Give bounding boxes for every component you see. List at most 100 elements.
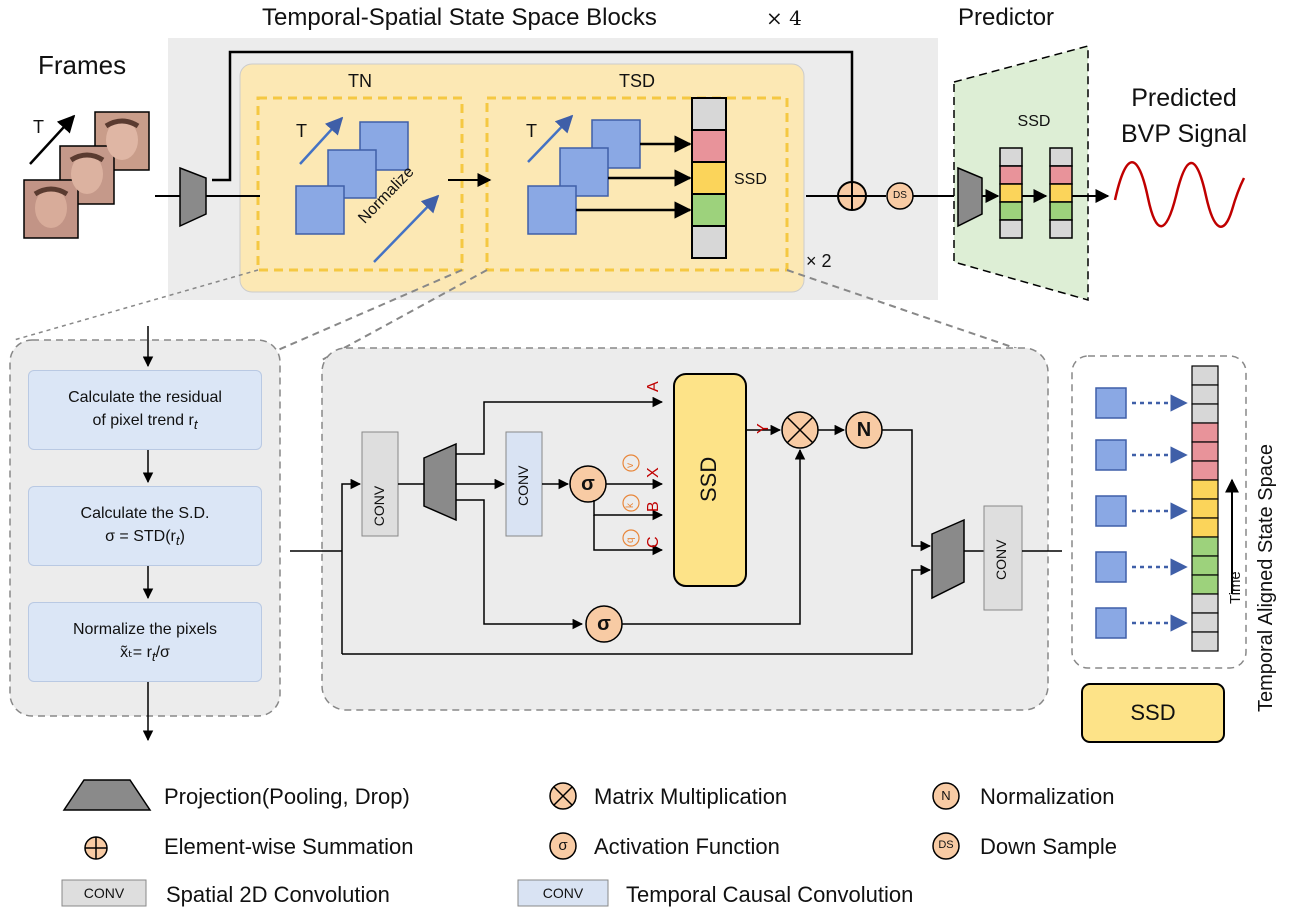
ssd-core-block <box>673 373 747 587</box>
tn-step-normalize: Normalize the pixels x̃ₜ= rt/σ <box>28 602 262 682</box>
legend-ds-icon <box>932 832 960 860</box>
tn-squares <box>295 121 409 235</box>
tsd-ssd-column <box>691 97 727 259</box>
tn-step-residual-line1: Calculate the residual <box>68 388 222 406</box>
ssd-legend-label: SSD <box>1130 700 1176 725</box>
input-x-label: X <box>645 467 662 478</box>
frames-label: Frames <box>38 50 127 80</box>
blocks-title: Temporal-Spatial State Space Blocks <box>262 4 657 31</box>
tsd-gate-sigma-label: σ <box>597 613 611 635</box>
inner-repeat: × 2 <box>806 251 832 271</box>
tn-step-normalize-line1: Normalize the pixels <box>72 620 218 638</box>
tsd-ssd-label: SSD <box>734 171 767 188</box>
tn-step-residual-line2: of pixel trend r <box>92 411 194 429</box>
frames-stack <box>23 111 150 239</box>
tn-step-residual-sub: t <box>193 417 198 433</box>
conv-temporal-label: CONV <box>515 465 531 506</box>
tsd-time-arrow <box>527 114 574 163</box>
zoom-line-tsd-left <box>321 269 488 361</box>
input-a-label: A <box>645 381 662 392</box>
legend-temporal-conv-text: Temporal Causal Convolution <box>626 882 914 907</box>
tsd-matmul-circle <box>781 411 819 449</box>
conv-temporal-box <box>505 431 543 537</box>
legend-projection-icon <box>62 779 152 811</box>
legend-summation-text: Element-wise Summation <box>164 834 414 859</box>
state-space-dotted-arrows <box>1132 394 1188 632</box>
tn-step-sd: Calculate the S.D. σ = STD(rt) <box>28 486 262 566</box>
summation-symbol <box>837 181 867 211</box>
legend-matmul-text: Matrix Multiplication <box>594 784 788 809</box>
predictor-projection <box>957 166 983 228</box>
legend-ds-symbol: DS <box>938 839 954 851</box>
conv-out-label: CONV <box>993 539 1009 580</box>
predictor-ssd-label: SSD <box>1017 113 1051 130</box>
bvp-signal-wave <box>1113 161 1246 228</box>
input-c-label: C <box>645 536 662 548</box>
predictor-ssd-column-1 <box>999 147 1023 239</box>
legend-activation-icon <box>549 832 577 860</box>
tn-dashed-box <box>256 96 464 272</box>
tsd-norm-label: N <box>856 419 872 441</box>
tsd-sigma-label: σ <box>581 473 595 495</box>
legend-norm-icon <box>932 782 960 810</box>
tsd-in-branch <box>341 478 362 654</box>
tn-step-normalize-tail: /σ <box>155 643 170 661</box>
state-space-title: Temporal Aligned State Space <box>1255 444 1277 712</box>
legend-temporal-conv-box-label: CONV <box>542 885 584 901</box>
legend-spatial-conv-box <box>61 879 147 907</box>
downsample-label: DS <box>893 190 907 201</box>
circled-v <box>622 454 640 472</box>
tn-tsd-panel <box>239 63 805 293</box>
projection-trapezoid-in <box>179 166 207 228</box>
tsd-projection <box>423 442 457 522</box>
conv-spatial-label: CONV <box>371 485 387 527</box>
output-label-line1: Predicted <box>1131 84 1237 112</box>
tn-step-residual: Calculate the residual of pixel trend rt <box>28 370 262 450</box>
legend-downsample-text: Down Sample <box>980 834 1117 859</box>
tn-step-normalize-line2-wrap: x̃ₜ= rt/σ <box>120 641 170 667</box>
circled-q-label: q <box>625 537 636 543</box>
conv-out-box <box>983 505 1023 611</box>
circled-v-label: v <box>625 463 636 468</box>
state-space-time-label: Time <box>1227 571 1244 604</box>
conv-spatial-box <box>361 431 399 537</box>
legend-summation-icon <box>84 836 108 860</box>
tsd-residual-line <box>342 564 932 655</box>
tn-step-sd-sub: t <box>175 533 180 549</box>
legend-matmul-icon <box>549 782 577 810</box>
legend-spatial-conv-text: Spatial 2D Convolution <box>166 882 390 907</box>
tsd-out-projection <box>931 518 965 600</box>
legend-spatial-conv-box-label: CONV <box>83 885 125 901</box>
legend-activation-text: Activation Function <box>594 834 780 859</box>
tsd-time-label: T <box>526 121 537 141</box>
legend-normalization-text: Normalization <box>980 784 1115 809</box>
normalize-arrow <box>373 194 440 263</box>
tn-label: TN <box>348 71 372 91</box>
tn-time-label: T <box>296 121 307 141</box>
state-space-squares <box>1095 387 1127 639</box>
state-space-column <box>1191 365 1219 652</box>
tn-step-sd-line2-wrap: σ = STD(rt) <box>105 525 185 551</box>
legend-projection-text: Projection(Pooling, Drop) <box>164 784 410 809</box>
tn-step-sd-line2: σ = STD(r <box>105 527 176 545</box>
zoom-line-tn-right <box>277 269 463 351</box>
tsd-squares <box>527 119 641 235</box>
tn-step-normalize-sub: t <box>151 649 156 665</box>
skip-connection <box>212 50 854 184</box>
tn-step-sd-line1: Calculate the S.D. <box>80 504 210 522</box>
ssd-legend-box <box>1081 683 1225 743</box>
circled-k-label: k <box>625 503 636 508</box>
tn-step-sd-tail: ) <box>179 527 185 545</box>
tn-time-arrow <box>299 116 344 165</box>
predictor-ssd-column-2 <box>1049 147 1073 239</box>
blocks-repeat: × 4 <box>766 6 802 30</box>
output-label-line2: BVP Signal <box>1120 120 1248 148</box>
tsd-label: TSD <box>619 71 655 91</box>
legend-temporal-conv-box <box>517 879 609 907</box>
circled-q <box>622 529 640 547</box>
circled-k <box>622 494 640 512</box>
legend-activation-symbol: σ <box>558 837 568 854</box>
ssd-core-label: SSD <box>696 456 721 502</box>
zoom-line-tn-left <box>13 269 259 341</box>
